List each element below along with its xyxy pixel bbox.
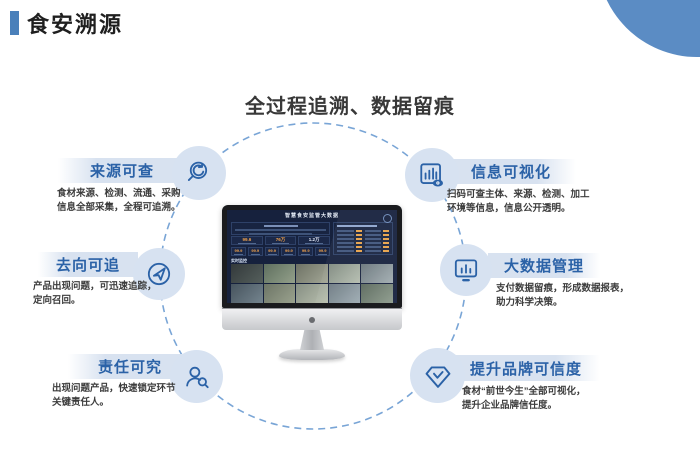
dashboard-logo-badge [383,214,392,223]
feature-duty-desc: 出现问题产品，快速锁定环节关键责任人。 [52,383,176,408]
person-search-icon [170,350,223,403]
chart-eye-icon [405,148,459,202]
camera-grid [227,264,397,303]
camera-tile [361,284,393,303]
mini-stat: 99.9 [298,247,314,256]
feature-source-desc: 食材来源、检测、流通、采购信息全部采集，全程可追溯。 [57,188,181,213]
dashboard-mini-stats: 99.9 99.9 99.9 99.9 99.9 99.9 [231,247,330,256]
feature-brand-desc: 食材“前世今生”全部可视化，提升企业品牌信任度。 [462,386,586,411]
diamond-check-icon [410,348,465,403]
feature-bigdata-desc: 支付数据留痕，形成数据报表，助力科学决策。 [496,283,630,308]
monitor-bezel: 智慧食安监管大数据 99.6 [222,205,402,308]
monitor-base [279,349,345,360]
monitor-chart-icon [440,244,492,296]
paper-plane-icon [133,248,185,300]
monitor-chin [222,308,402,330]
page-title: 食安溯源 [27,12,124,37]
apple-logo-icon [309,317,315,323]
feature-source-label: 来源可查 [58,158,186,183]
camera-tile [231,264,263,283]
stat-value: 76万 [275,237,286,242]
monitor-screen: 智慧食安监管大数据 99.6 [227,210,397,303]
magnifier-arrow-icon [172,146,226,200]
stat-value: 99.6 [242,237,252,242]
stat-value: 1.2万 [308,237,320,242]
mini-stat: 99.9 [231,247,246,256]
mini-stat: 99.9 [247,247,263,256]
camera-section-label: 实时监控 [231,258,247,263]
camera-tile [296,284,328,303]
feature-visual-label: 信息可视化 [446,159,576,184]
monitor-stand [300,330,324,350]
imac-monitor: 智慧食安监管大数据 99.6 [222,205,402,360]
main-heading: 全过程追溯、数据留痕 [245,96,455,118]
stat-card: 1.2万 [298,236,331,245]
camera-tile [328,284,361,303]
stat-card: 99.6 [231,236,263,245]
mini-stat: 99.9 [281,247,297,256]
feature-visual-desc: 扫码可查主体、来源、检测、加工环境等信息，信息公开透明。 [447,189,590,214]
feature-bigdata-label: 大数据管理 [488,253,600,278]
feature-trace-desc: 产品出现问题，可迅速追踪，定向召回。 [33,281,157,306]
dashboard-stat-cards: 99.6 76万 1.2万 [231,236,331,245]
camera-tile [263,264,296,283]
dashboard-info-panel [231,222,330,235]
feature-trace-label: 去向可追 [38,252,138,277]
camera-tile [328,264,361,283]
mini-stat: 99.9 [264,247,280,256]
camera-tile [361,264,393,283]
camera-tile [231,284,263,303]
dashboard-ranking-panel [333,222,393,255]
dashboard-title: 智慧食安监管大数据 [284,213,339,219]
title-accent-bar [10,11,19,35]
camera-tile [296,264,328,283]
feature-brand-label: 提升品牌可信度 [452,355,600,381]
camera-tile [263,284,296,303]
mini-stat: 99.9 [315,247,330,256]
stat-card: 76万 [264,236,297,245]
